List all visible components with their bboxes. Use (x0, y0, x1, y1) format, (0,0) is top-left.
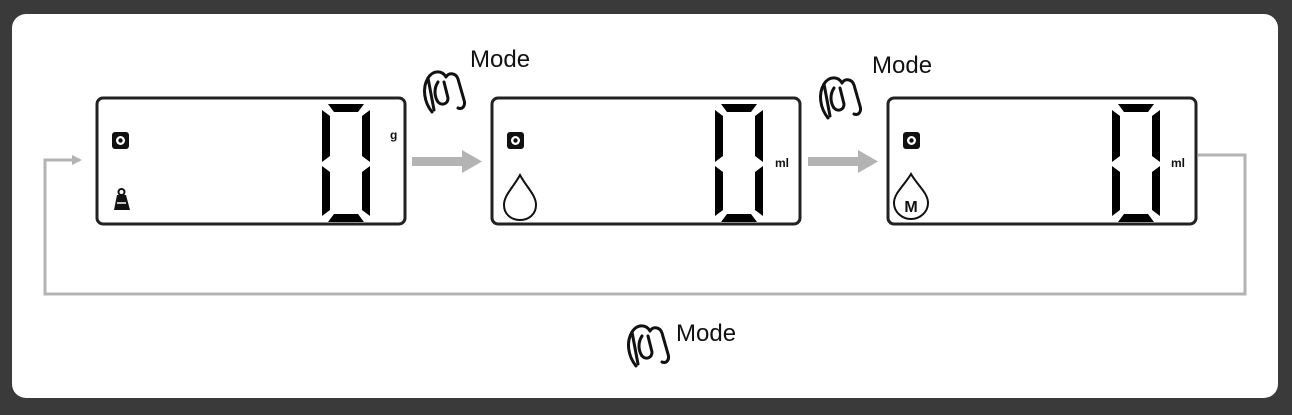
milk-drop-icon (892, 172, 930, 221)
lcd-screen-milk: M (886, 96, 1198, 226)
lcd-screen-weight (95, 96, 407, 226)
weight-icon (114, 188, 130, 210)
seven-segment-digit (715, 104, 763, 222)
power-square-icon (903, 132, 920, 149)
power-square-icon (507, 132, 524, 149)
finger-press-icon (819, 76, 862, 120)
finger-press-icon (627, 324, 670, 368)
milk-drop-letter: M (904, 199, 917, 216)
finger-press-icon (423, 70, 466, 114)
mode-press-label: Mode (470, 46, 531, 73)
seven-segment-digit (1112, 104, 1160, 222)
unit-label-g: g (390, 128, 398, 142)
water-drop-icon (502, 172, 538, 222)
forward-arrow-1 (412, 150, 482, 173)
return-loop-arrow (43, 153, 1247, 296)
power-square-icon (112, 132, 129, 149)
forward-arrow-2 (808, 150, 878, 173)
mode-press-label: Mode (872, 52, 933, 79)
seven-segment-digit (322, 104, 370, 222)
unit-label-ml: ml (775, 156, 790, 170)
lcd-screen-water (490, 96, 802, 226)
mode-press-label: Mode (676, 320, 737, 347)
unit-label-ml: ml (1171, 156, 1186, 170)
